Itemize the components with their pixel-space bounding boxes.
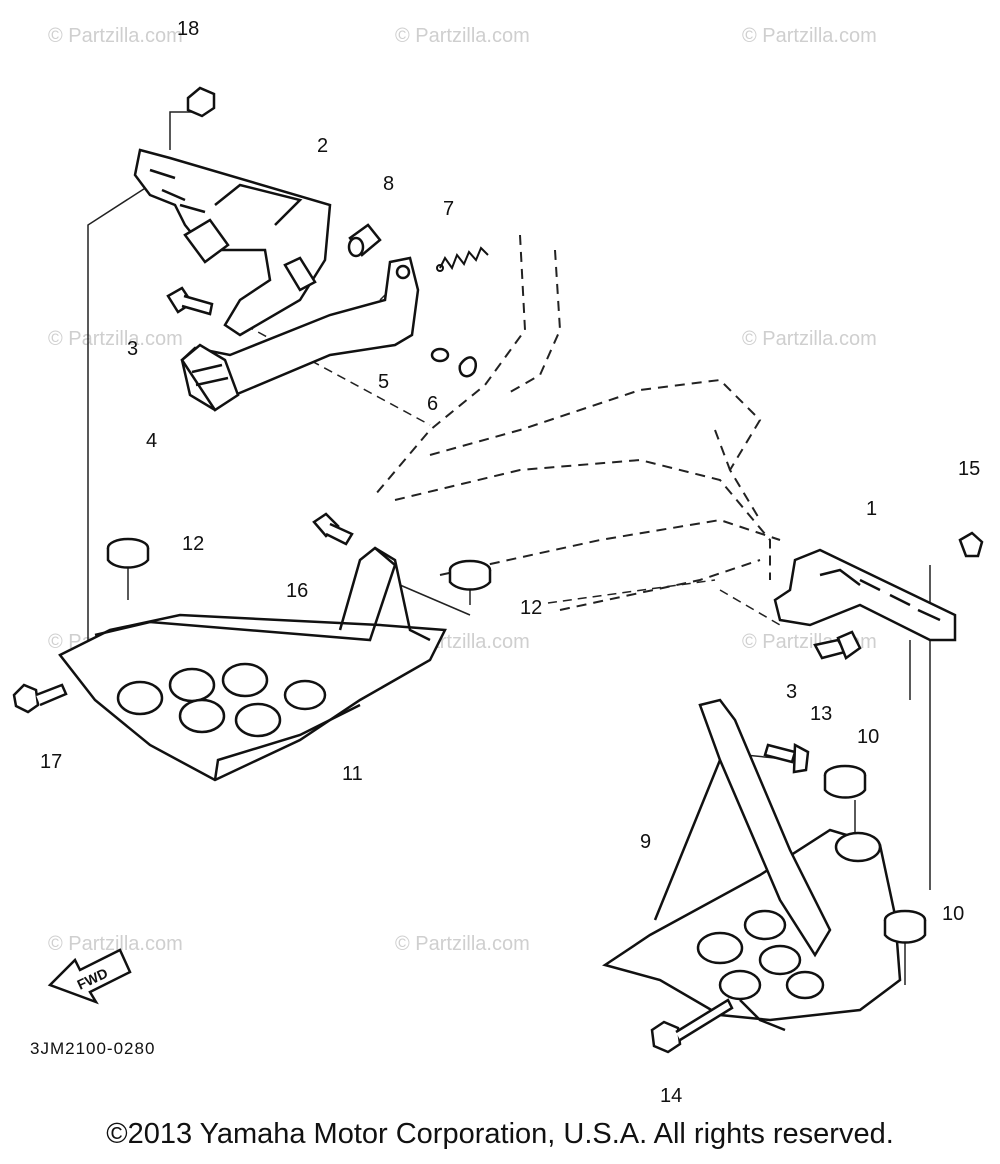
callout-10: 10 xyxy=(942,903,964,925)
damper-part xyxy=(823,764,927,944)
callout-7: 7 xyxy=(443,198,454,220)
heel-guard-right xyxy=(602,698,902,1032)
bolt-part xyxy=(186,86,216,118)
watermark: © Partzilla.com xyxy=(742,25,877,47)
bolt-part xyxy=(166,286,214,316)
callout-14: 14 xyxy=(660,1085,682,1107)
callout-5: 5 xyxy=(378,371,389,393)
bolt-part xyxy=(813,630,862,660)
callout-3: 3 xyxy=(786,681,797,703)
callout-13: 13 xyxy=(810,703,832,725)
rear-footrest-bracket xyxy=(133,148,332,337)
callout-18: 18 xyxy=(177,18,199,40)
watermark: © Partzilla.com xyxy=(48,933,183,955)
bolt-part xyxy=(12,683,68,714)
callout-2: 2 xyxy=(317,135,328,157)
callout-1: 1 xyxy=(866,498,877,520)
callout-4: 4 xyxy=(146,430,157,452)
callout-12: 12 xyxy=(182,533,204,555)
footrest-right xyxy=(773,548,957,642)
fwd-arrow: FWD xyxy=(47,948,132,1005)
callout-8: 8 xyxy=(383,173,394,195)
callout-15: 15 xyxy=(958,458,980,480)
damper-part xyxy=(106,537,492,591)
watermark: © Partzilla.com xyxy=(48,25,183,47)
watermark: © Partzilla.com xyxy=(742,328,877,350)
callout-16: 16 xyxy=(286,580,308,602)
callouts: 18 2 8 7 3 5 6 4 15 1 12 16 12 3 13 10 1… xyxy=(40,18,980,1107)
watermark: © Partzilla.com xyxy=(395,25,530,47)
callout-11: 11 xyxy=(342,763,363,785)
bolt-part xyxy=(650,998,734,1054)
callout-3: 3 xyxy=(127,338,138,360)
heel-guard-left xyxy=(58,546,447,782)
watermark: © Partzilla.com xyxy=(395,933,530,955)
frame-outline xyxy=(374,234,781,611)
callout-9: 9 xyxy=(640,831,651,853)
callout-12: 12 xyxy=(520,597,542,619)
copyright-notice: ©2013 Yamaha Motor Corporation, U.S.A. A… xyxy=(106,1118,894,1150)
callout-6: 6 xyxy=(427,393,438,415)
callout-10: 10 xyxy=(857,726,879,748)
bolt-part xyxy=(312,512,354,546)
callout-17: 17 xyxy=(40,751,62,773)
washer-clip xyxy=(430,347,477,378)
bolt-part xyxy=(763,742,810,774)
collar-part xyxy=(347,223,382,258)
diagram-code: 3JM2100-0280 xyxy=(30,1039,155,1058)
brake-pedal xyxy=(180,256,420,412)
spring-part xyxy=(436,246,489,272)
watermark: © Partzilla.com xyxy=(48,328,183,350)
bolt-part xyxy=(958,531,984,558)
